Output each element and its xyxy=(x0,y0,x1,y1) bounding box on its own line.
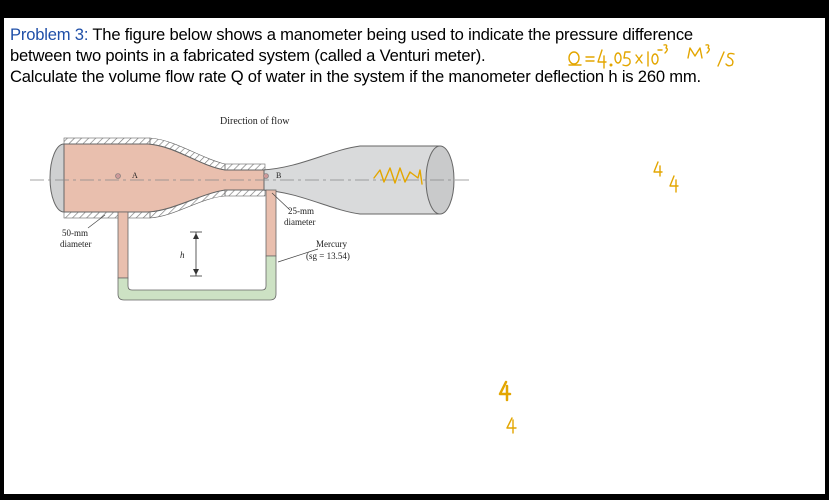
h-label: h xyxy=(180,250,185,260)
direction-label: Direction of flow xyxy=(220,116,290,127)
point-a-label: A xyxy=(132,171,138,180)
inlet-diameter-label-1: 50-mm xyxy=(62,228,88,238)
wall-top-cone xyxy=(149,137,226,171)
mercury-label-1: Mercury xyxy=(316,239,347,249)
handwritten-digit-3 xyxy=(498,380,512,402)
tap-b xyxy=(263,173,269,179)
problem-line-2: between two points in a fabricated syste… xyxy=(10,46,486,65)
problem-statement: Problem 3: The figure below shows a mano… xyxy=(10,24,820,87)
problem-line-3: Calculate the volume flow rate Q of wate… xyxy=(10,67,701,86)
manometer-mercury xyxy=(117,255,277,301)
handwritten-digit-1 xyxy=(653,161,663,177)
handwritten-digit-4 xyxy=(506,417,517,434)
h-arrow-down xyxy=(193,269,199,275)
handwritten-flow-annotation xyxy=(373,44,735,434)
worksheet: Problem 3: The figure below shows a mano… xyxy=(4,18,825,494)
throat-diameter-label-2: diameter xyxy=(284,217,315,227)
problem-label: Problem 3: xyxy=(10,25,89,44)
problem-line-1-text: The figure below shows a manometer being… xyxy=(88,25,693,44)
point-b-label: B xyxy=(276,171,281,180)
handwritten-squiggle xyxy=(373,167,423,185)
mercury-leader xyxy=(277,248,319,263)
inlet-diameter-label-2: diameter xyxy=(60,239,91,249)
throat-diameter-label-1: 25-mm xyxy=(288,206,314,216)
inlet-leader xyxy=(87,214,106,229)
mercury-label-2: (sg = 13.54) xyxy=(306,251,350,261)
handwritten-digit-2 xyxy=(669,175,679,193)
tap-a xyxy=(115,173,121,179)
h-arrow-up xyxy=(193,233,199,239)
problem-line-1: Problem 3: The figure below shows a mano… xyxy=(10,24,820,45)
wall-bottom-cone xyxy=(149,189,226,219)
throat-leader xyxy=(271,192,291,211)
